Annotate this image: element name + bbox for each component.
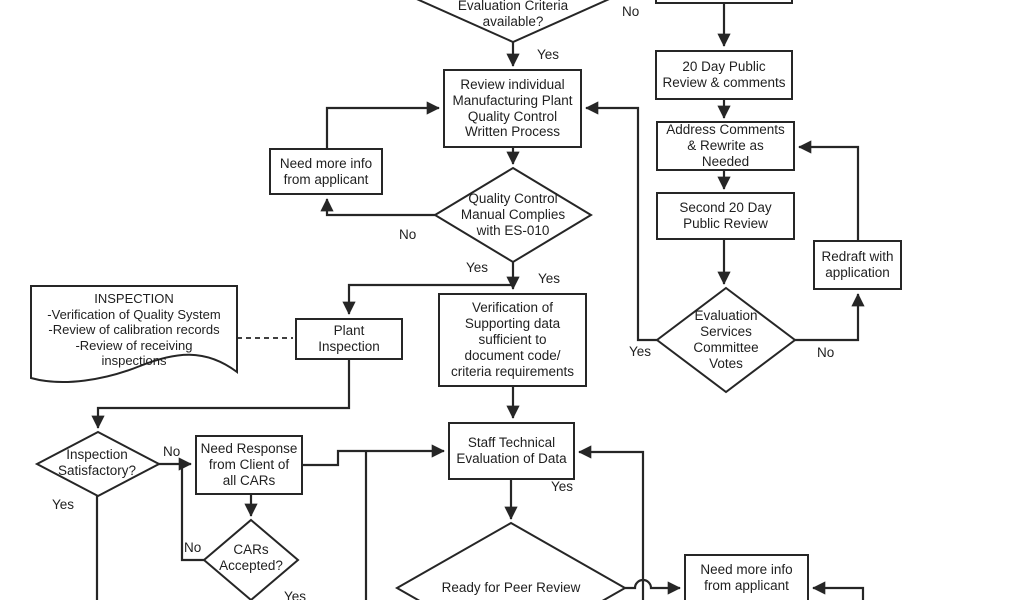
node-20day-public-review: 20 Day Public Review & comments [655, 50, 793, 100]
node-address-comments: Address Comments & Rewrite as Needed [656, 121, 795, 171]
node-review-plant-qc: Review individual Manufacturing Plant Qu… [443, 69, 582, 148]
node-need-info-bottom: Need more info from applicant [684, 554, 809, 600]
label-cars-accepted: CARs Accepted? [219, 542, 283, 573]
node-top-cutoff-box [655, 0, 793, 4]
arrow-plant-to-inspsatisfactory [91, 360, 351, 429]
diamond-eval-criteria [416, 0, 610, 44]
node-second-20day: Second 20 Day Public Review [656, 192, 795, 240]
node-verification-data: Verification of Supporting data sufficie… [438, 293, 587, 387]
arrow-feedback-to-staffeval [578, 445, 645, 600]
node-label: 20 Day Public Review & comments [662, 59, 786, 90]
edge-label-yes-eval: Yes [537, 47, 560, 62]
arrow-escvotes-yes-to-review [585, 101, 657, 342]
label-inspection-note: INSPECTION -Verification of Quality Syst… [47, 291, 221, 369]
node-label: Plant Inspection [318, 323, 380, 354]
node-plant-inspection: Plant Inspection [295, 318, 403, 360]
node-label: Need more info from applicant [279, 155, 373, 187]
diamond-qc-manual [433, 166, 593, 264]
arrow-qcmanual-no-to-needinfo [320, 198, 435, 217]
diamond-inspection-satisfactory [34, 430, 162, 498]
node-label: Review individual Manufacturing Plant Qu… [452, 76, 573, 140]
label-qc-manual: Quality Control Manual Complies with ES-… [460, 191, 566, 238]
line-cars-no-loop [180, 464, 204, 562]
edge-label-no-inspection: No [163, 444, 181, 459]
node-label: Need more info from applicant [700, 562, 793, 593]
edge-label-no-escvotes: No [817, 345, 835, 360]
edge-label-yes-qcmanual-right: Yes [538, 271, 561, 286]
edge-label-yes-staff: Yes [551, 479, 574, 494]
node-need-info-top: Need more info from applicant [269, 148, 383, 195]
label-inspection-satisfactory: Inspection Satisfactory? [57, 447, 137, 478]
node-label: Need Response from Client of all CARs [200, 441, 298, 488]
arrow-right-to-needinfo [812, 581, 865, 600]
node-label: Verification of Supporting data sufficie… [450, 300, 575, 379]
edge-label-no-qcmanual: No [399, 227, 417, 242]
edge-label-yes-inspection: Yes [52, 497, 75, 512]
node-label: Redraft with application [821, 249, 894, 280]
node-label: Staff Technical Evaluation of Data [456, 435, 567, 466]
arrow-needinfo-to-review [325, 101, 440, 148]
label-eval-criteria: Evaluation Criteria available? [457, 0, 569, 29]
edge-label-yes-cars: Yes [284, 589, 307, 600]
arrow-escvotes-no-to-redraft [795, 293, 865, 342]
edge-label-yes-escvotes: Yes [629, 344, 652, 359]
arrow-branch-to-plantinspection [342, 283, 513, 315]
node-need-response-cars: Need Response from Client of all CARs [195, 435, 303, 495]
diamond-ready-peer-review [394, 521, 628, 600]
label-ready-peer-review: Ready for Peer Review [441, 580, 581, 595]
arrow-readypeer-to-needinfo-hop [625, 578, 681, 595]
node-label: Second 20 Day Public Review [679, 200, 772, 231]
arrow-redraft-to-address [798, 140, 860, 240]
diamond-esc-votes [655, 286, 797, 394]
node-label: Address Comments & Rewrite as Needed [666, 122, 785, 169]
edge-label-no-cars: No [184, 540, 202, 555]
edge-label-yes-qcmanual-left: Yes [466, 260, 489, 275]
document-inspection-note [30, 285, 238, 383]
arrow-needresponse-to-staffeval [303, 444, 445, 467]
label-esc-votes: Evaluation Services Committee Votes [693, 308, 759, 371]
edge-label-no-eval: No [622, 4, 640, 19]
diamond-cars-accepted [202, 518, 300, 600]
node-redraft: Redraft with application [813, 240, 902, 290]
node-staff-eval: Staff Technical Evaluation of Data [448, 422, 575, 480]
